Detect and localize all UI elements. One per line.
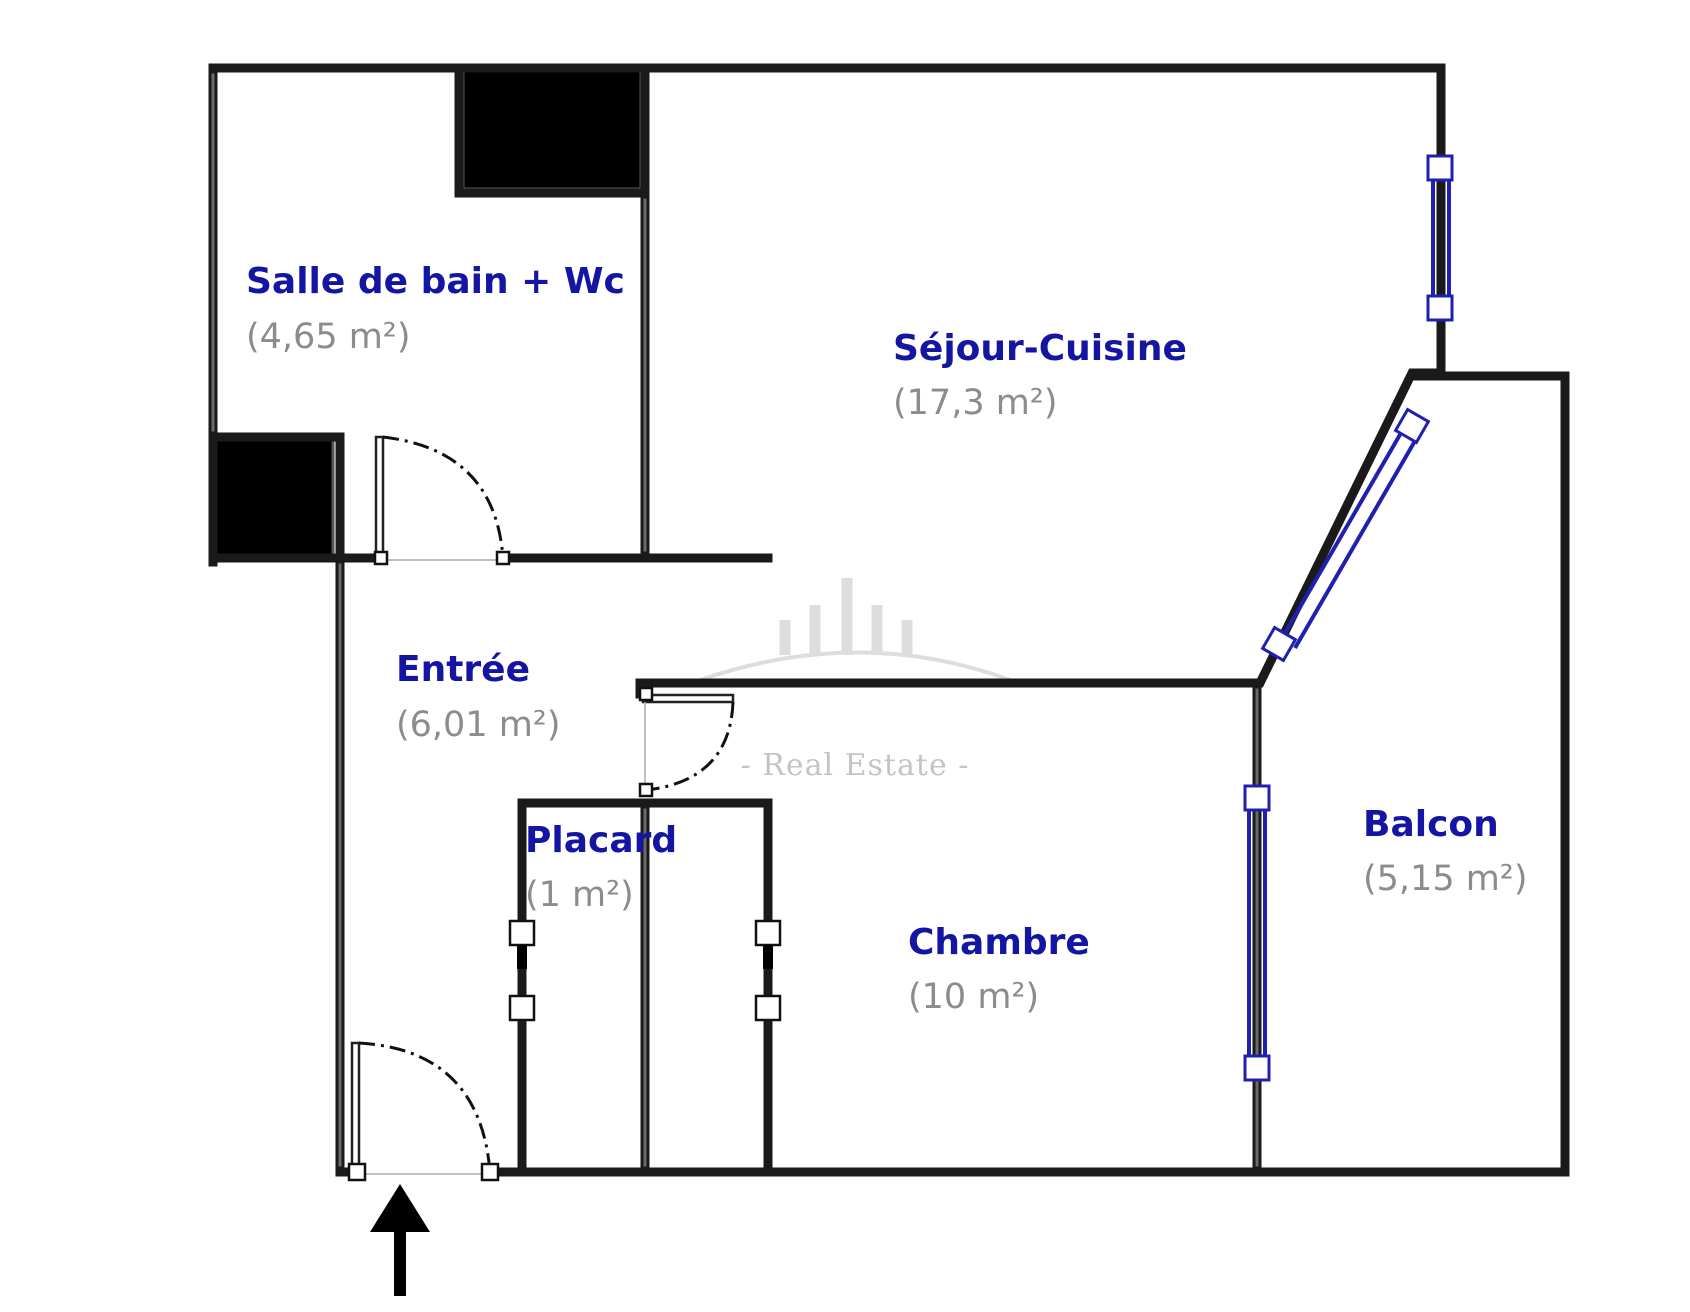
watermark-text: - Real Estate - xyxy=(741,748,970,783)
room-area-sejour: (17,3 m²) xyxy=(893,383,1058,423)
room-name-entree: Entrée xyxy=(396,649,530,690)
room-name-salle-de-bain: Salle de bain + Wc xyxy=(246,261,625,302)
window-sejour-east xyxy=(1426,154,1454,322)
room-area-chambre: (10 m²) xyxy=(908,977,1039,1017)
room-area-balcon: (5,15 m²) xyxy=(1363,859,1528,899)
fixture-block-top xyxy=(461,69,643,191)
room-area-entree: (6,01 m²) xyxy=(396,705,561,745)
entrance-arrow-icon xyxy=(370,1184,430,1296)
room-area-salle-de-bain: (4,65 m²) xyxy=(246,317,411,357)
room-name-balcon: Balcon xyxy=(1363,804,1499,845)
room-area-placard: (1 m²) xyxy=(525,875,634,915)
room-name-sejour: Séjour-Cuisine xyxy=(893,328,1187,369)
placard-nodes xyxy=(508,919,782,1022)
door-entrance[interactable] xyxy=(347,1041,500,1182)
window-sejour-diagonal xyxy=(1260,407,1431,663)
room-name-placard: Placard xyxy=(525,820,677,861)
door-chambre[interactable] xyxy=(638,686,735,798)
walls xyxy=(208,63,1570,1177)
fixture-block-left xyxy=(213,438,335,560)
room-name-chambre: Chambre xyxy=(908,922,1090,963)
wall-highlights xyxy=(211,73,1259,1167)
door-bathroom[interactable] xyxy=(373,435,511,566)
watermark-logo xyxy=(699,578,1011,682)
window-chambre xyxy=(1243,784,1271,1082)
